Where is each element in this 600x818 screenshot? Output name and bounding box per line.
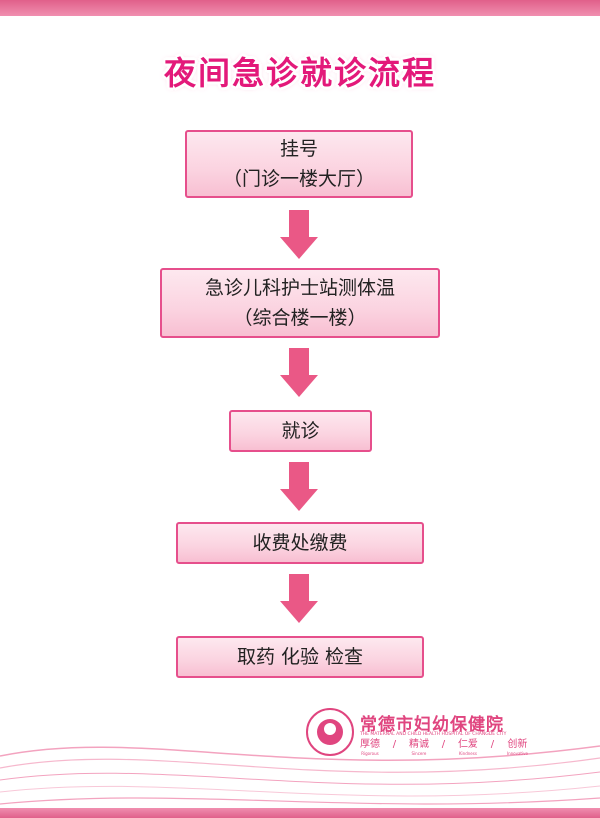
- motto-en: Rigorous: [361, 751, 379, 756]
- hospital-name: 常德市妇幼保健院: [360, 715, 504, 735]
- motto-cn: 仁爱: [457, 739, 478, 750]
- page-title: 夜间急诊就诊流程: [163, 54, 436, 92]
- step-register-location: （门诊一楼大厅）: [222, 168, 375, 190]
- motto-cn: 厚德: [360, 739, 380, 750]
- step-triage-location: （综合楼一楼）: [233, 307, 367, 329]
- hospital-motto: 厚德 Rigorous / 精诚 Sincere / 仁爱 Kindness /…: [360, 738, 528, 757]
- motto-separator: /: [490, 739, 495, 750]
- decorative-waves: [0, 745, 600, 805]
- motto-cn: 精诚: [408, 739, 429, 750]
- motto-item: 仁爱 Kindness: [458, 738, 478, 757]
- hospital-logo-block: 常德市妇幼保健院 THE MATERNAL AND CHILD HEALTH H…: [306, 708, 536, 768]
- hospital-name-en: THE MATERNAL AND CHILD HEALTH HOSPITAL O…: [360, 732, 507, 737]
- step-consultation: 就诊: [229, 410, 372, 452]
- motto-separator: /: [392, 739, 397, 750]
- step-payment: 收费处缴费: [176, 522, 424, 564]
- hospital-emblem-icon: [306, 708, 354, 756]
- motto-en: Innovative: [506, 751, 528, 756]
- motto-item: 厚德 Rigorous: [360, 738, 380, 757]
- step-payment-label: 收费处缴费: [252, 532, 348, 554]
- step-register-label: 挂号: [279, 138, 318, 160]
- step-triage-label: 急诊儿科护士站测体温: [204, 277, 395, 299]
- motto-separator: /: [441, 739, 446, 750]
- motto-item: 创新 Innovative: [507, 738, 528, 757]
- top-border-bar: [0, 0, 600, 16]
- motto-en: Kindness: [458, 751, 477, 756]
- motto-cn: 创新: [507, 739, 528, 750]
- motto-item: 精诚 Sincere: [409, 738, 429, 757]
- bottom-border-bar: [0, 808, 600, 818]
- step-triage: 急诊儿科护士站测体温 （综合楼一楼）: [160, 268, 440, 338]
- motto-en: Sincere: [411, 751, 427, 756]
- step-register: 挂号 （门诊一楼大厅）: [185, 130, 413, 198]
- step-pharmacy-lab-exam: 取药 化验 检查: [176, 636, 424, 678]
- step-pharmacy-lab-exam-label: 取药 化验 检查: [236, 646, 364, 668]
- step-consultation-label: 就诊: [281, 420, 320, 442]
